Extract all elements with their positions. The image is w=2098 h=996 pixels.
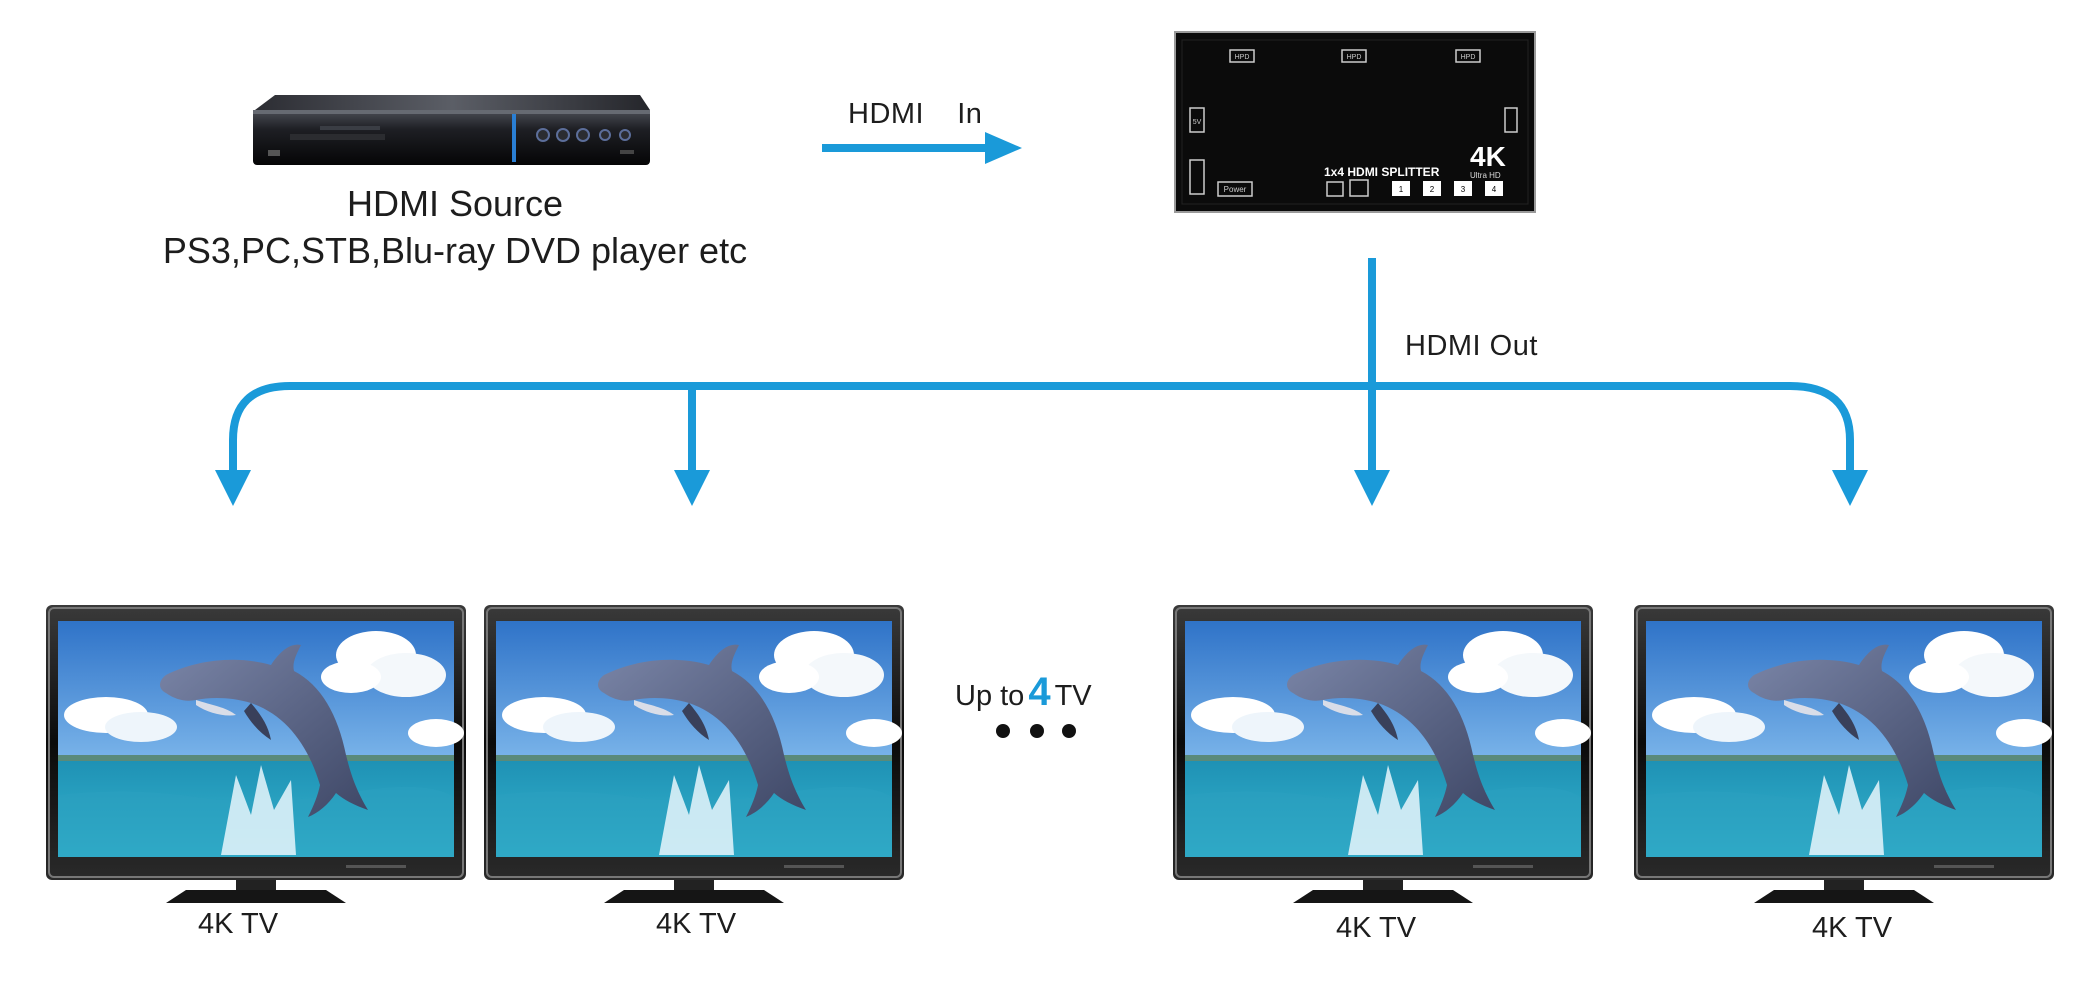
tv-1 — [46, 605, 466, 904]
hpd-label-3: HPD — [1461, 54, 1476, 61]
tv-2 — [484, 605, 904, 904]
tv-label-4: 4K TV — [1811, 912, 1893, 944]
capacity-prefix: Up to — [955, 680, 1025, 712]
hdmi-in-arrow — [822, 132, 1022, 164]
bus-line — [229, 382, 1854, 470]
arrow-tv-1 — [215, 470, 251, 506]
hdmi-source-device — [253, 95, 650, 165]
output-button-label-2: 2 — [1430, 185, 1435, 194]
hpd-label-1: HPD — [1235, 54, 1250, 61]
tv-4 — [1634, 605, 2054, 904]
output-button-1 — [1392, 181, 1410, 196]
output-button-2 — [1423, 181, 1441, 196]
splitter-device: HPD HPD HPD 5V Power 1x4 HDMI SPLITTER 4… — [1174, 31, 1536, 213]
arrow-tv-3 — [1354, 470, 1390, 506]
small-button-a — [1326, 181, 1344, 197]
source-title: HDMI Source — [346, 183, 564, 224]
splitter-ultra-hd: Ultra HD — [1470, 171, 1501, 180]
capacity-suffix: TV — [1054, 680, 1092, 712]
small-button-b — [1349, 179, 1369, 197]
output-button-3 — [1454, 181, 1472, 196]
hpd-port-1 — [1229, 49, 1255, 63]
source-subtitle: PS3,PC,STB,Blu-ray DVD player etc — [162, 230, 748, 271]
splitter-4k-badge: 4K — [1470, 141, 1506, 172]
tv-label-1: 4K TV — [197, 908, 279, 940]
right-port — [1504, 107, 1518, 133]
hpd-port-2 — [1341, 49, 1367, 63]
tv-label-2: 4K TV — [655, 908, 737, 940]
hdmi-in-label: HDMI In — [848, 98, 983, 130]
capacity-number: 4 — [1028, 670, 1051, 714]
tv-label-3: 4K TV — [1335, 912, 1417, 944]
output-arrows — [215, 470, 1868, 506]
hdmi-out-label: HDMI Out — [1405, 330, 1538, 362]
tv-3 — [1173, 605, 1593, 904]
output-button-label-4: 4 — [1492, 185, 1497, 194]
output-button-label-3: 3 — [1461, 185, 1466, 194]
dc-port — [1189, 107, 1205, 133]
hpd-port-3 — [1455, 49, 1481, 63]
hpd-label-2: HPD — [1347, 54, 1362, 61]
hdmi-out-lines — [229, 258, 1854, 478]
arrow-tv-2 — [674, 470, 710, 506]
power-indicator — [1217, 181, 1253, 197]
arrow-tv-4 — [1832, 470, 1868, 506]
side-label: 5V — [1193, 119, 1202, 126]
splitter-model-text: 1x4 HDMI SPLITTER — [1324, 165, 1440, 179]
ellipsis-dot-3 — [1062, 724, 1076, 738]
ellipsis-dot-2 — [1030, 724, 1044, 738]
output-button-4 — [1485, 181, 1503, 196]
ellipsis-dot-1 — [996, 724, 1010, 738]
output-button-label-1: 1 — [1399, 185, 1404, 194]
power-label: Power — [1224, 185, 1247, 194]
hdmi-input-port — [1189, 159, 1205, 195]
